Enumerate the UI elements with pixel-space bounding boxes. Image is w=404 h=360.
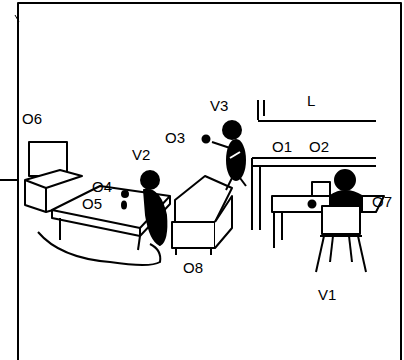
frame bbox=[0, 179, 18, 181]
person bbox=[223, 121, 241, 139]
person-leg bbox=[240, 178, 246, 186]
counter bbox=[251, 158, 253, 230]
chair-leg bbox=[316, 236, 324, 272]
person-leg bbox=[226, 178, 232, 190]
tv-cabinet bbox=[25, 180, 46, 212]
object-dot bbox=[122, 191, 128, 197]
object-dot bbox=[203, 136, 210, 143]
callout-label: O4 bbox=[92, 178, 112, 196]
laptop bbox=[312, 182, 330, 196]
callout-label: O2 bbox=[309, 138, 329, 156]
chair-leg bbox=[330, 236, 333, 262]
object-dot bbox=[122, 202, 126, 209]
sofa bbox=[215, 196, 232, 248]
object-dot bbox=[309, 201, 316, 208]
frame bbox=[18, 3, 401, 360]
counter bbox=[252, 165, 376, 167]
person-arm bbox=[212, 142, 230, 148]
sofa-leg bbox=[175, 248, 177, 255]
counter bbox=[259, 166, 261, 230]
table-leg bbox=[59, 218, 61, 240]
sofa bbox=[172, 222, 215, 248]
callout-label: O8 bbox=[183, 259, 203, 277]
shelf bbox=[258, 120, 376, 122]
sofa-leg bbox=[210, 248, 212, 255]
chair-leg bbox=[349, 236, 352, 262]
chair-leg bbox=[358, 236, 366, 272]
person bbox=[144, 190, 166, 245]
callout-label: O7 bbox=[372, 193, 392, 211]
callout-label: O1 bbox=[272, 138, 292, 156]
callout-label: V3 bbox=[210, 97, 228, 115]
shelf bbox=[263, 100, 265, 116]
person-arm bbox=[230, 152, 240, 158]
counter bbox=[252, 157, 376, 159]
callout-label: V2 bbox=[132, 146, 150, 164]
coffee-table bbox=[139, 228, 141, 236]
tv-cabinet bbox=[25, 170, 82, 188]
table-leg bbox=[138, 236, 140, 250]
shelf bbox=[257, 100, 259, 120]
person bbox=[141, 171, 159, 189]
callout-label: O5 bbox=[82, 195, 102, 213]
table-leg bbox=[273, 212, 275, 248]
callout-label: L bbox=[307, 92, 315, 110]
chair bbox=[320, 235, 362, 237]
chair bbox=[322, 206, 360, 234]
person bbox=[227, 140, 245, 180]
callout-label: V1 bbox=[318, 286, 336, 304]
callout-label: O6 bbox=[22, 110, 42, 128]
callout-label: O3 bbox=[165, 129, 185, 147]
frame-mark bbox=[15, 15, 19, 22]
table-leg bbox=[281, 212, 283, 240]
person bbox=[335, 170, 355, 190]
rug bbox=[38, 232, 160, 265]
